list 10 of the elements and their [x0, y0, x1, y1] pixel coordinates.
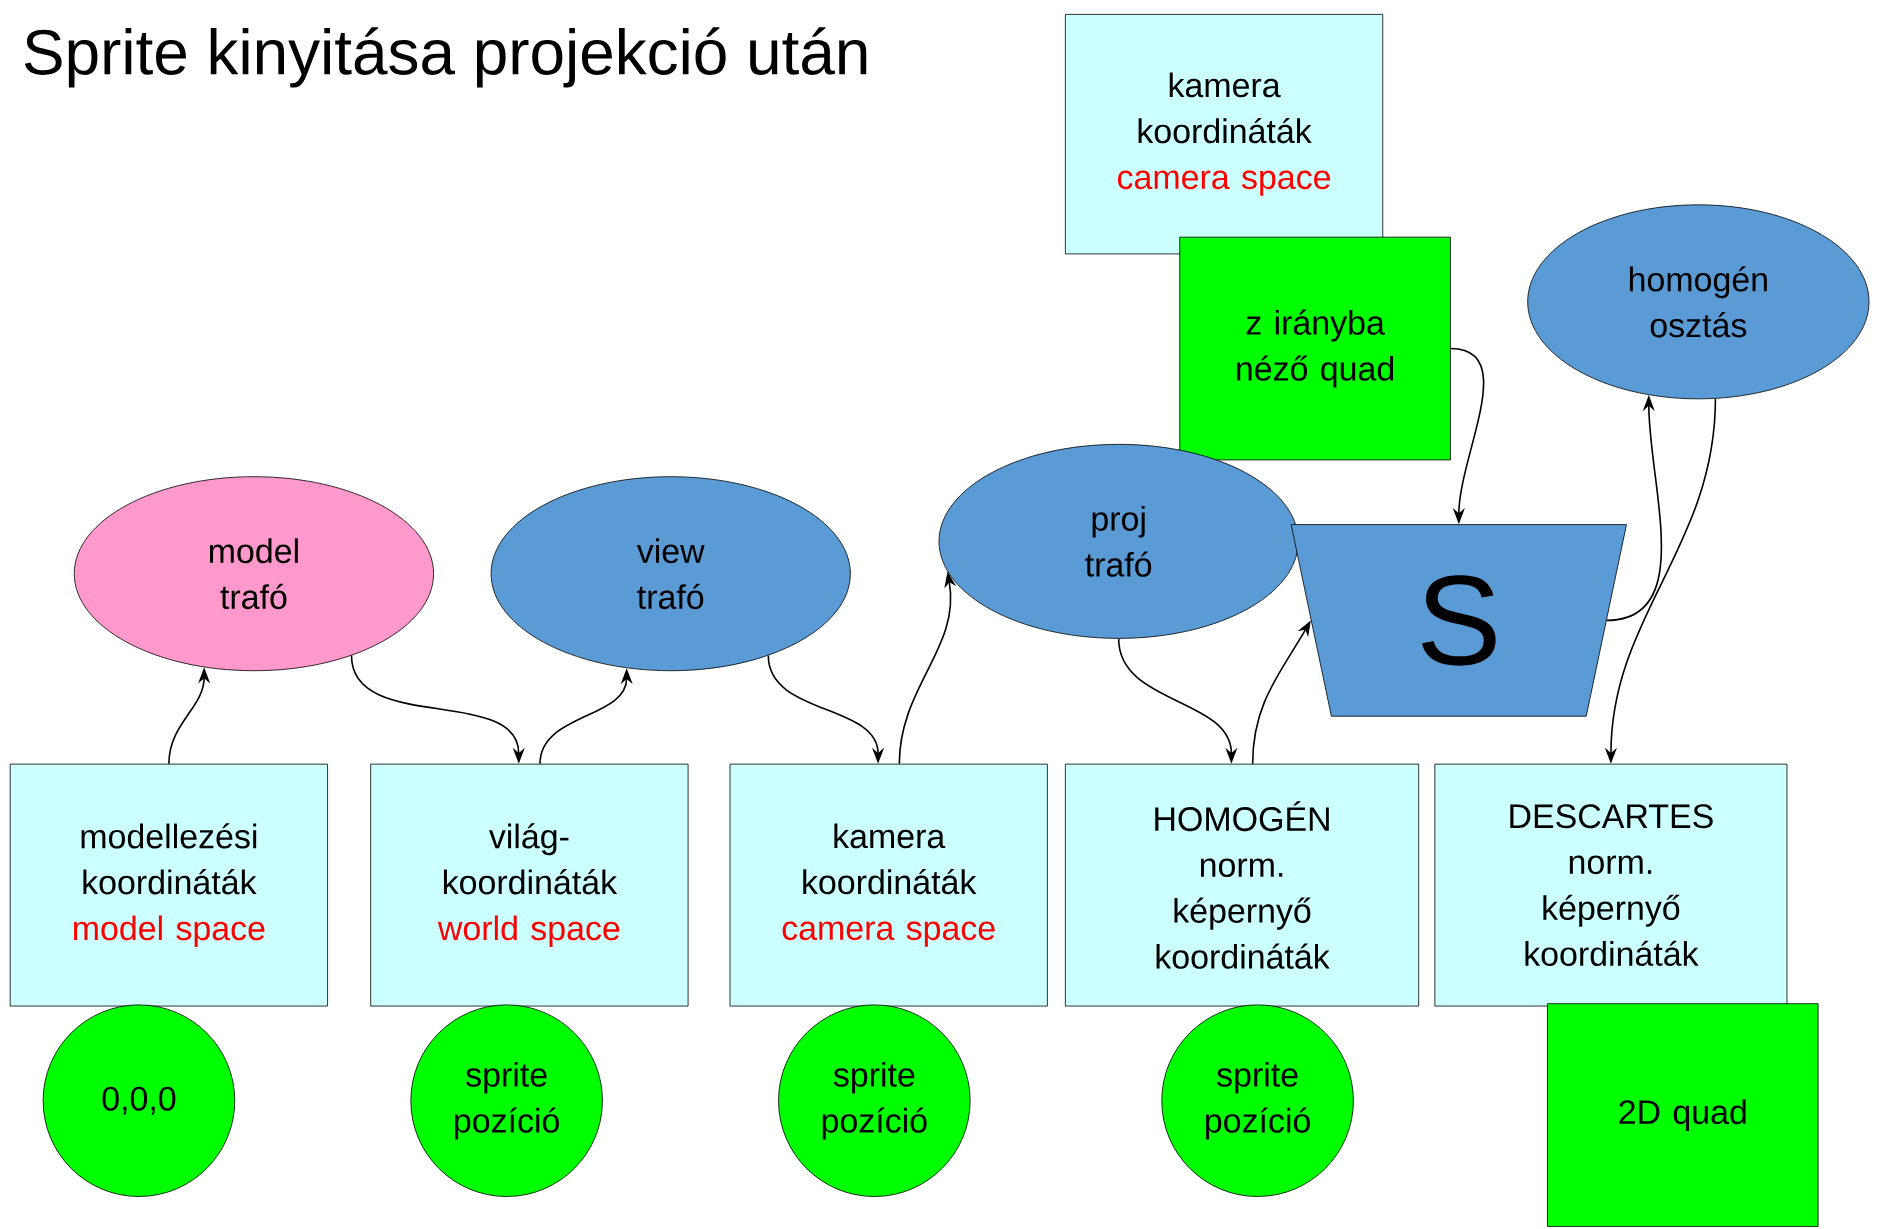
quad-box: z irányba néző quad: [1179, 236, 1451, 461]
sprite-trapezoid: S: [1290, 524, 1627, 717]
quad-box: 2D quad: [1547, 1003, 1819, 1227]
coordinate-box: DESCARTES norm. képernyő koordináták: [1434, 763, 1788, 1007]
coordinate-box: HOMOGÉN norm. képernyő koordináták: [1064, 763, 1420, 1007]
title: Sprite kinyitása projekció után: [24, 27, 867, 88]
coordinate-box: kamera koordináták camera space: [729, 763, 1048, 1007]
coordinate-box: kamera koordináták camera space: [1064, 14, 1384, 255]
coordinate-box: világ- koordináták world space: [370, 763, 689, 1007]
coordinate-box: modellezési koordináták model space: [9, 763, 328, 1007]
